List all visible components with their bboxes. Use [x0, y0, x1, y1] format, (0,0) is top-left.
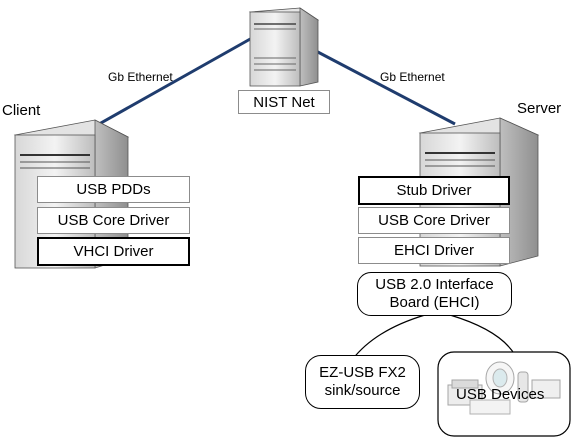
server-stub-driver-layer: Stub Driver [358, 176, 510, 205]
ezusb-line-1: EZ-USB FX2 [319, 364, 406, 381]
ezusb-line-2: sink/source [324, 382, 401, 399]
usb-devices-label: USB Devices [456, 386, 545, 403]
connector-usb-devices [449, 314, 516, 356]
link-line-right [313, 48, 456, 126]
connector-ezusb [351, 314, 426, 361]
nist-net-tower-icon [248, 7, 320, 87]
link-label-right: Gb Ethernet [380, 70, 445, 84]
link-line-left [91, 36, 253, 130]
interface-board-line-2: Board (EHCI) [389, 294, 480, 311]
client-usb-core-driver-layer: USB Core Driver [37, 207, 190, 234]
nist-net-label: NIST Net [238, 90, 330, 114]
usb-interface-board: USB 2.0 Interface Board (EHCI) [357, 272, 512, 316]
server-ehci-driver-layer: EHCI Driver [358, 237, 510, 264]
link-label-left: Gb Ethernet [108, 70, 173, 84]
interface-board-line-1: USB 2.0 Interface [375, 276, 494, 293]
usb-devices-box [437, 351, 571, 437]
server-title: Server [517, 100, 562, 117]
client-usb-pdds-layer: USB PDDs [37, 176, 190, 203]
client-vhci-driver-layer: VHCI Driver [37, 237, 190, 266]
ezusb-fx2-device: EZ-USB FX2 sink/source [305, 355, 420, 409]
usb-devices-illustration-icon [447, 361, 561, 415]
client-title: Client [2, 102, 41, 119]
server-usb-core-driver-layer: USB Core Driver [358, 207, 510, 234]
